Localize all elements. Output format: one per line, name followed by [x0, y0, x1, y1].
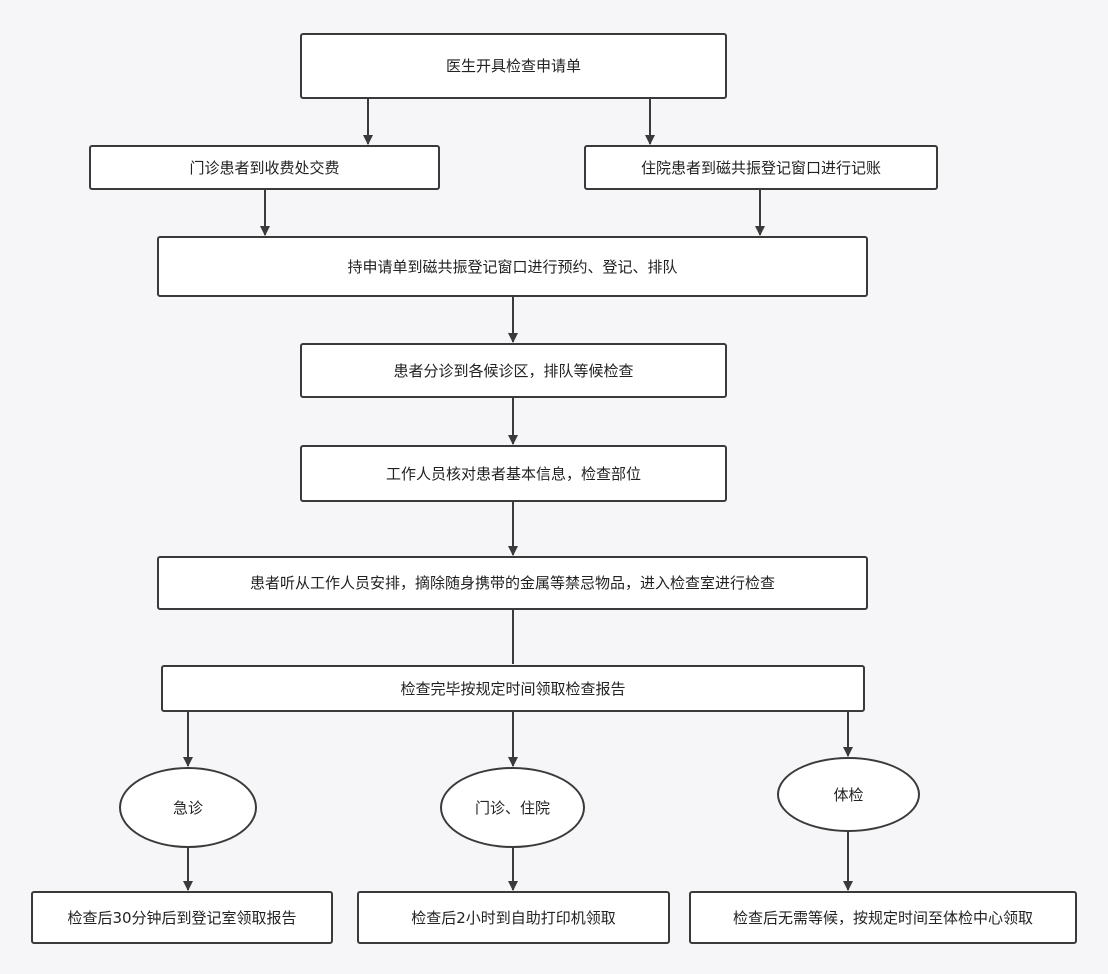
step-verify-info: 工作人员核对患者基本信息，检查部位 — [300, 445, 727, 502]
branch-emergency: 急诊 — [119, 767, 257, 848]
result-outpatient-inpatient-label: 检查后2小时到自助打印机领取 — [411, 908, 616, 927]
result-checkup-label: 检查后无需等候，按规定时间至体检中心领取 — [732, 908, 1033, 927]
step-remove-metal: 患者听从工作人员安排，摘除随身携带的金属等禁忌物品，进入检查室进行检查 — [157, 556, 868, 610]
result-outpatient-inpatient: 检查后2小时到自助打印机领取 — [357, 891, 670, 944]
step-inpatient-record: 住院患者到磁共振登记窗口进行记账 — [584, 145, 938, 190]
step-outpatient-pay-label: 门诊患者到收费处交费 — [189, 158, 340, 177]
branch-outpatient-inpatient: 门诊、住院 — [440, 767, 585, 848]
result-checkup: 检查后无需等候，按规定时间至体检中心领取 — [689, 891, 1077, 944]
result-emergency: 检查后30分钟后到登记室领取报告 — [31, 891, 333, 944]
step-verify-info-label: 工作人员核对患者基本信息，检查部位 — [385, 464, 641, 483]
branch-checkup: 体检 — [777, 757, 920, 832]
branch-checkup-label: 体检 — [833, 786, 864, 804]
branch-emergency-label: 急诊 — [172, 799, 203, 817]
branch-outpatient-inpatient-label: 门诊、住院 — [474, 799, 550, 817]
step-remove-metal-label: 患者听从工作人员安排，摘除随身携带的金属等禁忌物品，进入检查室进行检查 — [249, 574, 775, 592]
step-outpatient-pay: 门诊患者到收费处交费 — [89, 145, 440, 190]
step-collect-report: 检查完毕按规定时间领取检查报告 — [161, 665, 865, 712]
step-triage-wait: 患者分诊到各候诊区，排队等候检查 — [300, 343, 727, 398]
step-doctor-request: 医生开具检查申请单 — [300, 33, 727, 99]
step-collect-report-label: 检查完毕按规定时间领取检查报告 — [400, 679, 626, 698]
step-doctor-request-label: 医生开具检查申请单 — [445, 57, 581, 75]
result-emergency-label: 检查后30分钟后到登记室领取报告 — [67, 908, 297, 927]
step-inpatient-record-label: 住院患者到磁共振登记窗口进行记账 — [640, 158, 881, 177]
step-register-queue-label: 持申请单到磁共振登记窗口进行预约、登记、排队 — [347, 257, 678, 276]
step-register-queue: 持申请单到磁共振登记窗口进行预约、登记、排队 — [157, 236, 868, 297]
step-triage-wait-label: 患者分诊到各候诊区，排队等候检查 — [393, 361, 634, 380]
